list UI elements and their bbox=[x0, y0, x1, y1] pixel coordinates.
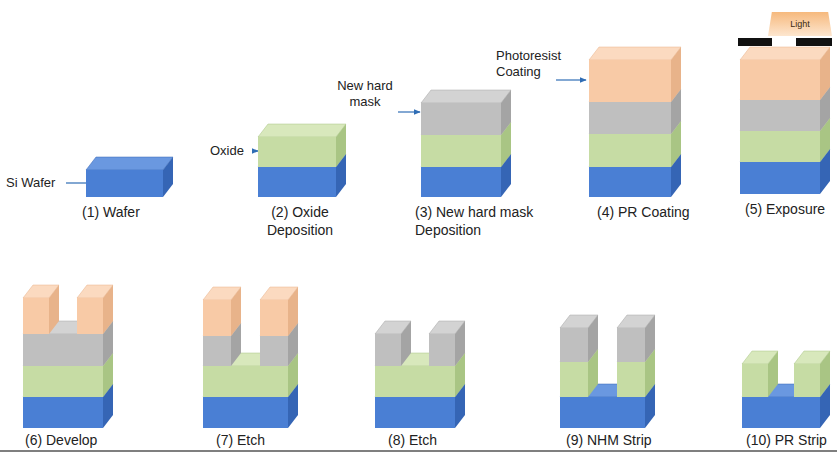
block-front bbox=[429, 334, 455, 366]
block-front bbox=[589, 167, 671, 197]
block-side bbox=[671, 47, 681, 102]
block-side bbox=[288, 287, 298, 336]
block-top bbox=[740, 47, 830, 60]
block-front bbox=[260, 336, 288, 366]
layer-block bbox=[77, 285, 113, 334]
block-front bbox=[203, 336, 231, 366]
layer-block bbox=[429, 321, 465, 366]
block-front bbox=[589, 102, 671, 134]
leader-arrow bbox=[252, 150, 258, 151]
block-side bbox=[768, 351, 778, 397]
step-caption: (2) Oxide Deposition bbox=[256, 204, 344, 239]
layer-block bbox=[260, 287, 298, 336]
light-source: Light bbox=[768, 12, 832, 36]
block-front bbox=[560, 397, 645, 428]
block-side bbox=[103, 285, 113, 334]
layer-label: Si Wafer bbox=[6, 175, 68, 191]
block-front bbox=[203, 397, 288, 428]
block-front bbox=[23, 366, 103, 397]
block-front bbox=[203, 366, 288, 397]
block-front bbox=[589, 60, 671, 102]
block-side bbox=[49, 285, 59, 334]
wafer-stacks bbox=[23, 47, 830, 428]
block-top bbox=[589, 47, 681, 60]
block-side bbox=[163, 157, 173, 197]
block-side bbox=[336, 124, 346, 167]
leader-arrow bbox=[556, 79, 586, 80]
layer-block bbox=[258, 124, 346, 167]
block-front bbox=[203, 300, 231, 336]
block-front bbox=[258, 137, 336, 167]
block-side bbox=[820, 351, 830, 397]
step-caption: (6) Develop bbox=[25, 432, 125, 450]
layer-block bbox=[794, 351, 830, 397]
block-front bbox=[375, 334, 401, 366]
layer-label: New hard mask bbox=[332, 78, 398, 111]
layer-label: Oxide bbox=[210, 143, 254, 159]
node-text: Light bbox=[790, 19, 810, 29]
block-side bbox=[401, 321, 411, 366]
block-top bbox=[86, 157, 173, 170]
block-front bbox=[375, 366, 455, 397]
step-caption: (3) New hard mask Deposition bbox=[415, 204, 547, 239]
mask-bar bbox=[796, 38, 832, 46]
step-caption: (9) NHM Strip bbox=[566, 432, 676, 450]
block-front bbox=[375, 397, 455, 428]
block-front bbox=[742, 364, 768, 397]
block-side bbox=[588, 315, 598, 362]
layer-block bbox=[617, 315, 655, 362]
block-front bbox=[740, 131, 820, 162]
block-front bbox=[560, 362, 588, 397]
block-side bbox=[231, 287, 241, 336]
block-top bbox=[258, 124, 346, 137]
block-front bbox=[23, 334, 103, 366]
block-front bbox=[617, 362, 645, 397]
layer-block bbox=[742, 351, 778, 397]
step-caption: (8) Etch bbox=[388, 432, 468, 450]
block-front bbox=[740, 162, 820, 194]
layer-block bbox=[740, 47, 830, 100]
step-caption: (7) Etch bbox=[216, 432, 296, 450]
step-caption: (1) Wafer bbox=[82, 204, 172, 222]
block-side bbox=[645, 315, 655, 362]
layer-block bbox=[589, 47, 681, 102]
block-top bbox=[421, 90, 511, 103]
block-front bbox=[23, 298, 49, 334]
layer-label: Photoresist Coating bbox=[496, 48, 576, 81]
step-caption: (10) PR Strip bbox=[746, 432, 834, 450]
step-caption: (4) PR Coating bbox=[597, 204, 707, 222]
leader-arrow bbox=[398, 111, 420, 112]
block-front bbox=[742, 397, 820, 428]
block-front bbox=[617, 328, 645, 362]
mask-bar bbox=[738, 38, 772, 46]
block-front bbox=[421, 135, 501, 167]
step-caption: (5) Exposure bbox=[745, 201, 833, 219]
layer-block bbox=[560, 315, 598, 362]
block-side bbox=[820, 47, 830, 100]
block-front bbox=[560, 328, 588, 362]
block-front bbox=[740, 60, 820, 100]
block-front bbox=[86, 170, 163, 197]
layer-block bbox=[86, 157, 173, 197]
block-side bbox=[501, 90, 511, 135]
baseline-rule bbox=[0, 450, 837, 451]
block-front bbox=[421, 167, 501, 197]
layer-block bbox=[375, 321, 411, 366]
layer-block bbox=[23, 285, 59, 334]
block-side bbox=[455, 321, 465, 366]
block-front bbox=[258, 167, 336, 197]
block-front bbox=[23, 397, 103, 428]
block-front bbox=[260, 300, 288, 336]
block-front bbox=[77, 298, 103, 334]
block-front bbox=[421, 103, 501, 135]
block-front bbox=[740, 100, 820, 131]
layer-block bbox=[203, 287, 241, 336]
block-front bbox=[794, 364, 820, 397]
block-front bbox=[589, 134, 671, 167]
layer-block bbox=[421, 90, 511, 135]
